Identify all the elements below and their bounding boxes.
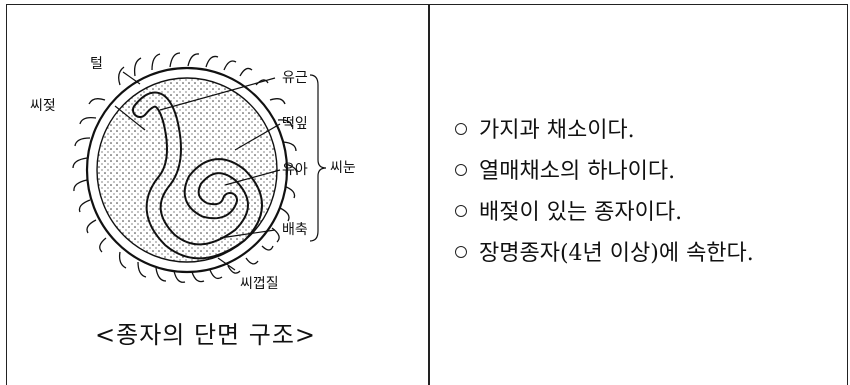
label-embryo: 씨눈	[330, 160, 356, 176]
fact-text: 열매채소의 하나이다.	[479, 159, 676, 184]
leader-lines	[114, 71, 327, 271]
facts-list: 가지과 채소이다. 열매채소의 하나이다. 배젖이 있는 종자이다. 장명종자(…	[455, 110, 754, 274]
label-bud: 유아	[282, 162, 308, 178]
seed-cross-section-diagram: 털 씨젖 유근 떡잎 유아 배축 씨껍질 씨눈	[30, 52, 356, 292]
column-divider	[428, 4, 430, 385]
fact-text: 장명종자(4년 이상)에 속한다.	[479, 241, 754, 266]
label-radicle: 유근	[282, 70, 308, 86]
circle-bullet-icon	[455, 246, 467, 258]
circle-bullet-icon	[455, 205, 467, 217]
endosperm	[96, 77, 278, 263]
label-hair: 털	[90, 56, 103, 72]
table-frame	[6, 4, 848, 385]
fact-item: 가지과 채소이다.	[455, 110, 754, 151]
label-hypocotyl: 배축	[282, 222, 308, 238]
circle-bullet-icon	[455, 123, 467, 135]
label-cotyledon-side: 씨젖	[30, 98, 56, 114]
fact-text: 가지과 채소이다.	[479, 118, 635, 143]
fact-item: 배젖이 있는 종자이다.	[455, 192, 754, 233]
figure-caption: <종자의 단면 구조>	[95, 321, 317, 349]
label-seed-coat: 씨껍질	[240, 276, 279, 292]
label-plumule-leaf: 떡잎	[282, 116, 308, 132]
fact-text: 배젖이 있는 종자이다.	[479, 200, 683, 225]
circle-bullet-icon	[455, 164, 467, 176]
seed-hairs	[72, 52, 298, 283]
fact-item: 열매채소의 하나이다.	[455, 151, 754, 192]
fact-item: 장명종자(4년 이상)에 속한다.	[455, 233, 754, 274]
